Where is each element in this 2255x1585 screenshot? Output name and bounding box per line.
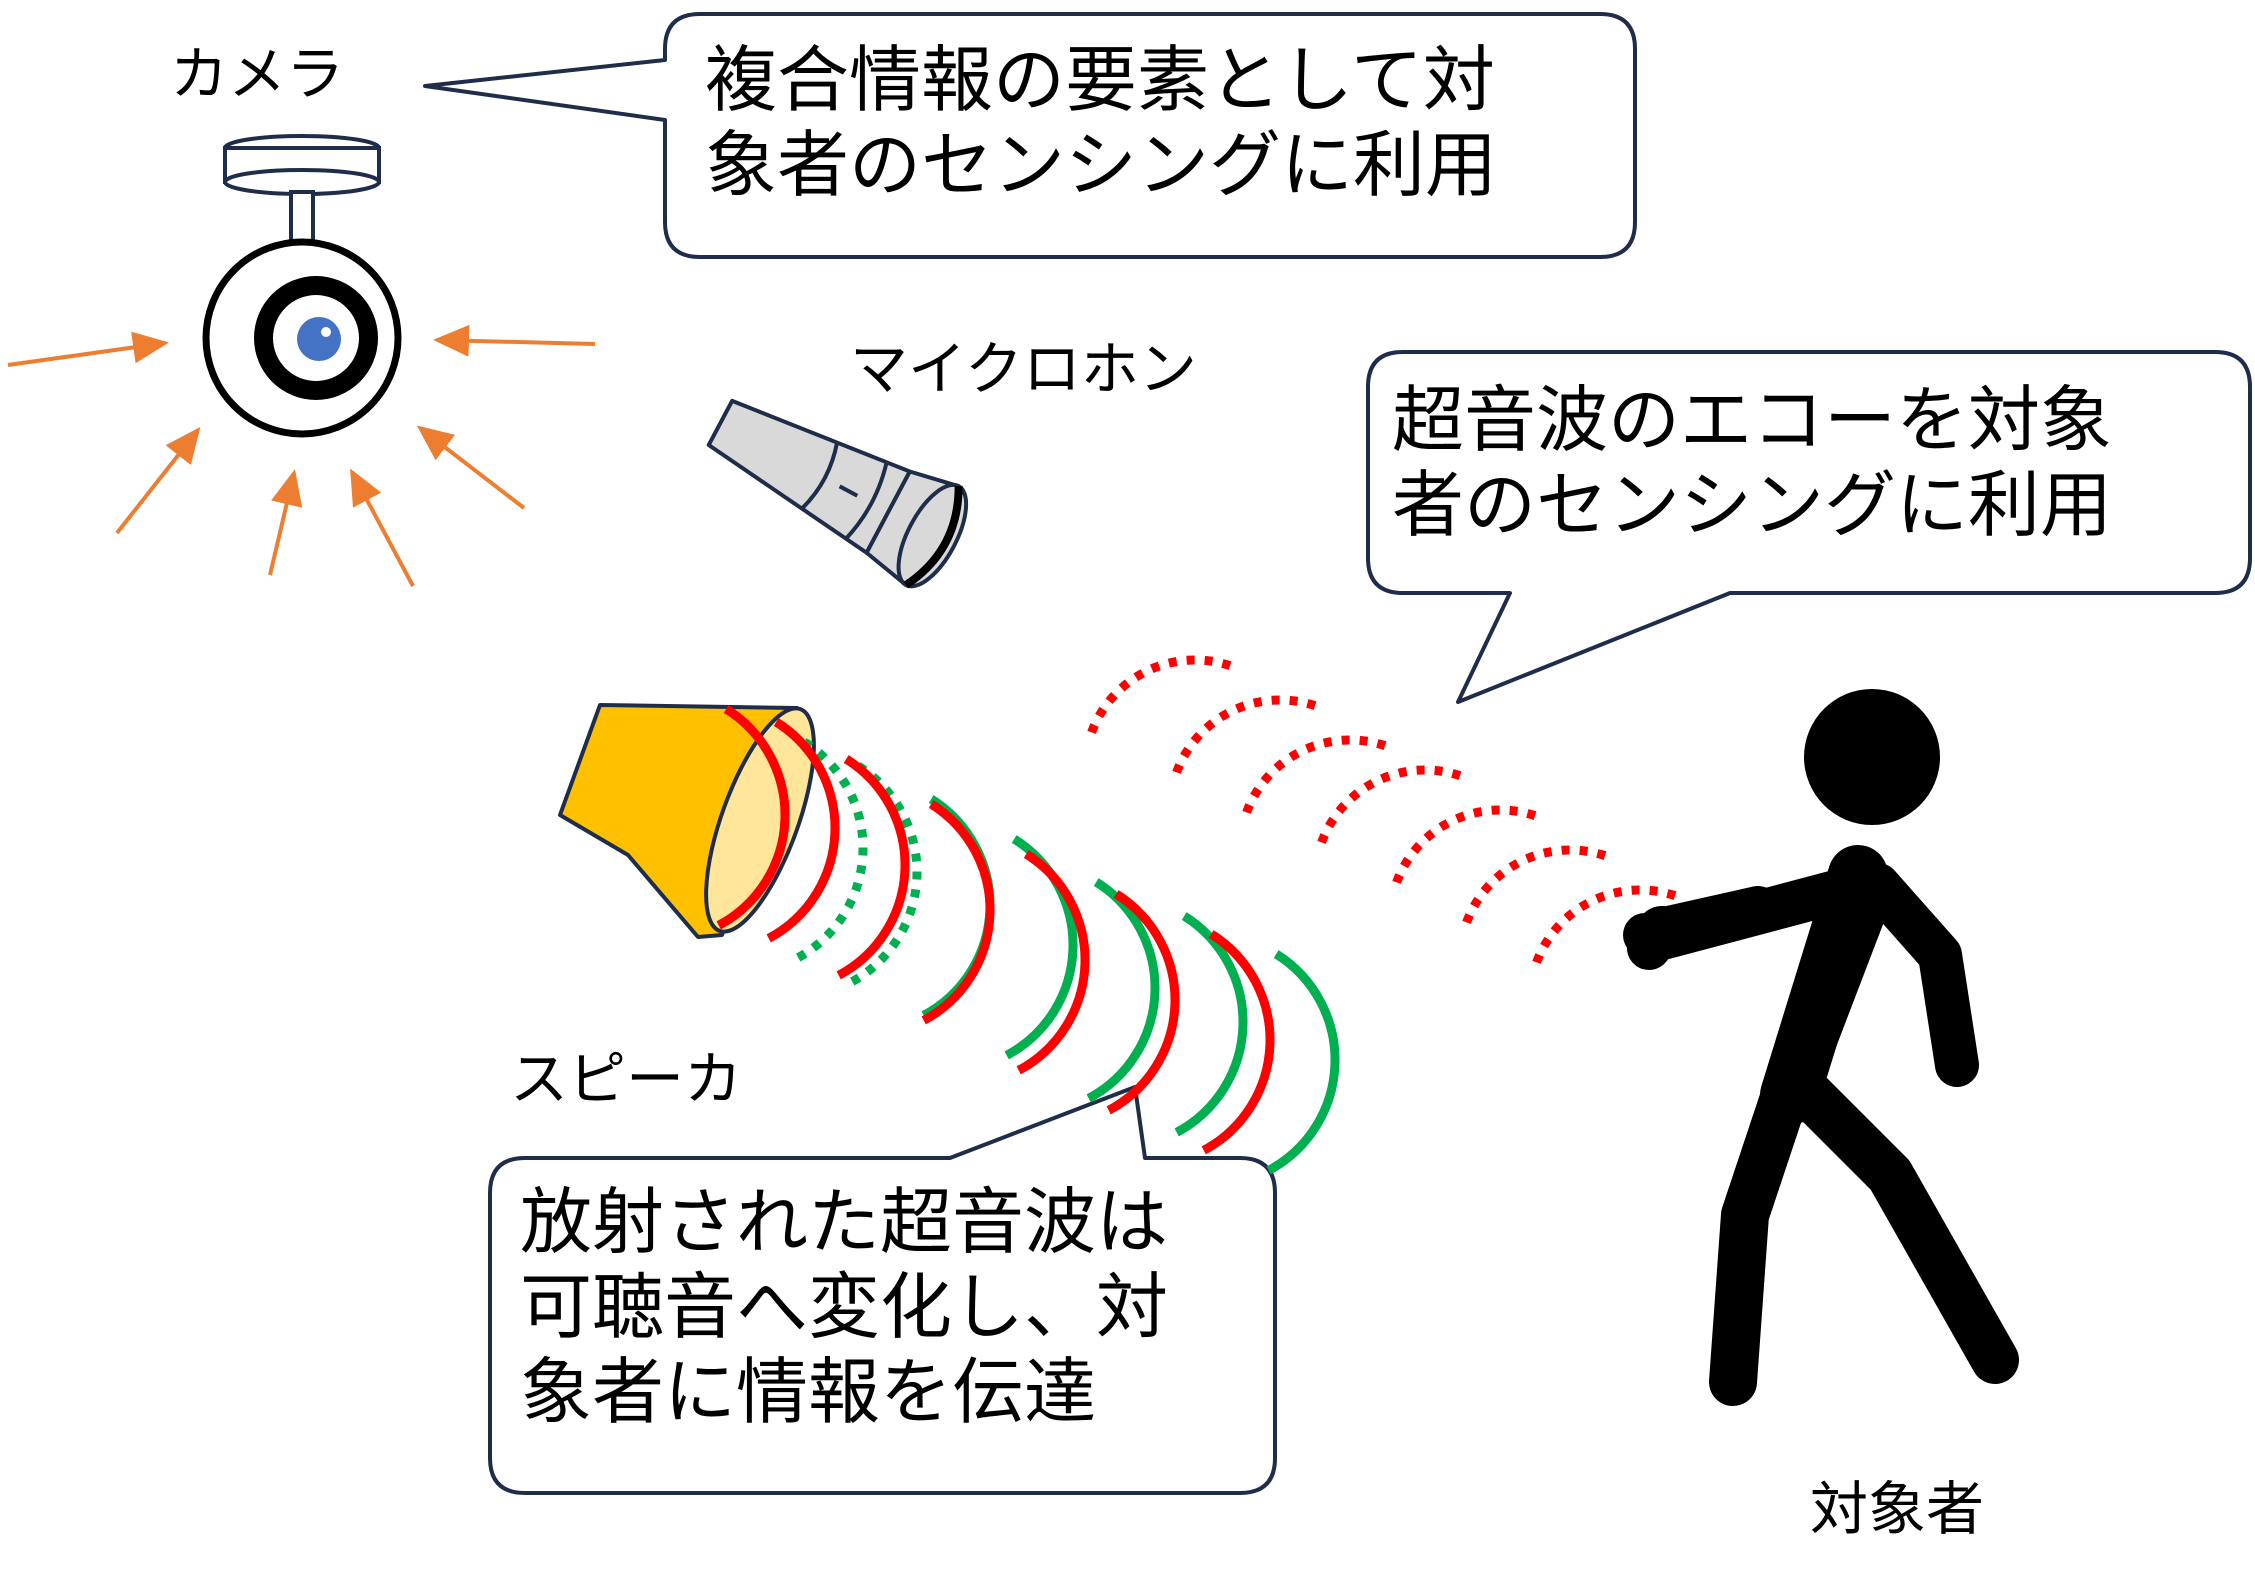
microphone-label: マイクロホン [850, 335, 1197, 403]
microphone-label-box: マイクロホン [850, 335, 1197, 403]
camera-label: カメラ [170, 40, 345, 108]
echo-wave-arc [1392, 805, 1540, 884]
light-arrows [7, 324, 596, 587]
outgoing-wave-arc [1106, 890, 1180, 1115]
horn-speaker-icon [558, 703, 816, 939]
outgoing-wave-arc [794, 738, 868, 963]
outgoing-wave-arc [836, 755, 910, 980]
outgoing-wave-arc [1266, 950, 1340, 1175]
speaker-bubble-text-box: 放射された超音波は 可聴音へ変化し、対 象者に情報を伝達 [520, 1180, 1169, 1434]
light-arrow [7, 331, 169, 367]
echo-wave-arc [1242, 735, 1390, 814]
camera-callout-bubble [423, 12, 1637, 259]
outgoing-wave-arc [921, 800, 995, 1025]
camera-bubble-text-box: 複合情報の要素として対 象者のセンシングに利用 [705, 38, 1498, 207]
outgoing-wave-arc [1086, 878, 1160, 1103]
microphone-icon [706, 398, 969, 589]
light-arrow [115, 426, 201, 535]
subject-label-box: 対象者 [1810, 1475, 1985, 1543]
camera-icon [202, 134, 402, 438]
speaker-label-box: スピーカ [510, 1045, 743, 1113]
camera-label-box: カメラ [170, 40, 345, 108]
light-arrow [268, 469, 303, 576]
subject-label: 対象者 [1810, 1475, 1985, 1543]
speaker-bubble-text: 放射された超音波は 可聴音へ変化し、対 象者に情報を伝達 [520, 1180, 1169, 1434]
light-arrow [350, 468, 415, 587]
echo-bubble-text-box: 超音波のエコーを対象 者のセンシングに利用 [1392, 378, 2113, 547]
outgoing-wave-arc [716, 705, 790, 930]
echo-wave-arc [1532, 885, 1680, 964]
outgoing-wave-arc [1016, 850, 1090, 1075]
sound-waves [716, 655, 1680, 1175]
echo-bubble-text: 超音波のエコーを対象 者のセンシングに利用 [1392, 378, 2113, 547]
outgoing-wave-arc [766, 718, 840, 943]
speaker-callout-bubble [488, 1085, 1277, 1495]
echo-wave-arc [1317, 765, 1465, 844]
echo-wave-arc [1172, 695, 1320, 774]
echo-callout-bubble [1366, 350, 2252, 704]
outgoing-wave-arc [1174, 912, 1248, 1137]
outgoing-wave-arc [1201, 930, 1275, 1155]
light-arrow [416, 425, 526, 510]
echo-wave-arc [1462, 845, 1610, 924]
light-arrow [433, 324, 596, 357]
walking-person-icon [1623, 689, 2019, 1406]
camera-bubble-text: 複合情報の要素として対 象者のセンシングに利用 [705, 38, 1498, 207]
outgoing-wave-arc [848, 762, 922, 987]
speaker-label: スピーカ [510, 1045, 743, 1113]
echo-wave-arc [1087, 655, 1235, 734]
